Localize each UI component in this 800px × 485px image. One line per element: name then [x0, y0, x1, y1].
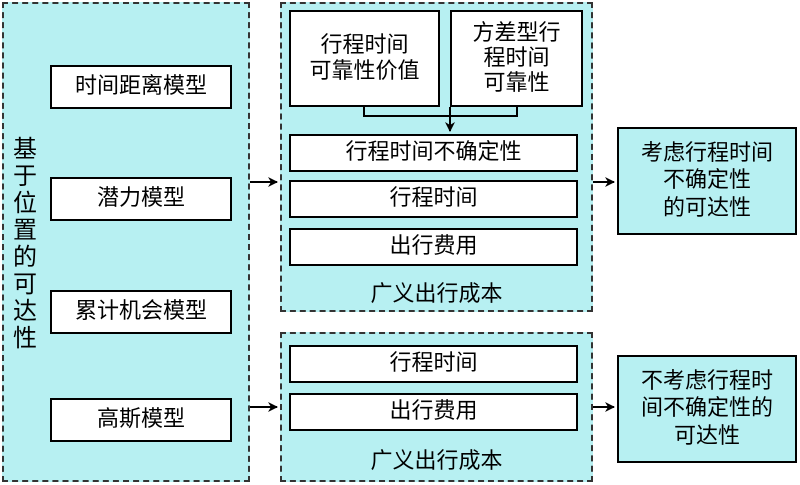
- merge-connector: [363, 107, 518, 117]
- travel-time-reliability-value: 行程时间 可靠性价值: [289, 10, 440, 107]
- accessibility-without-uncertainty: 不考虑行程时 间不确定性的 可达性: [617, 355, 797, 463]
- upper-group-caption: 广义出行成本: [370, 282, 503, 307]
- upper-item-uncertainty: 行程时间不确定性: [289, 134, 578, 172]
- lower-group-caption: 广义出行成本: [370, 449, 503, 474]
- variance-travel-time-reliability: 方差型行 程时间 可靠性: [450, 10, 583, 107]
- model-time-distance: 时间距离模型: [50, 65, 232, 109]
- upper-item-travel-time: 行程时间: [289, 180, 578, 218]
- lower-item-travel-cost: 出行费用: [289, 393, 578, 431]
- model-cumulative-opportunity: 累计机会模型: [50, 290, 232, 334]
- accessibility-with-uncertainty: 考虑行程时间 不确定性 的可达性: [617, 127, 797, 235]
- lower-item-travel-time: 行程时间: [289, 345, 578, 383]
- model-potential: 潜力模型: [50, 177, 232, 221]
- location-based-accessibility-label: 基于位置的可达性: [13, 135, 37, 352]
- model-gaussian: 高斯模型: [50, 398, 232, 442]
- upper-item-travel-cost: 出行费用: [289, 228, 578, 266]
